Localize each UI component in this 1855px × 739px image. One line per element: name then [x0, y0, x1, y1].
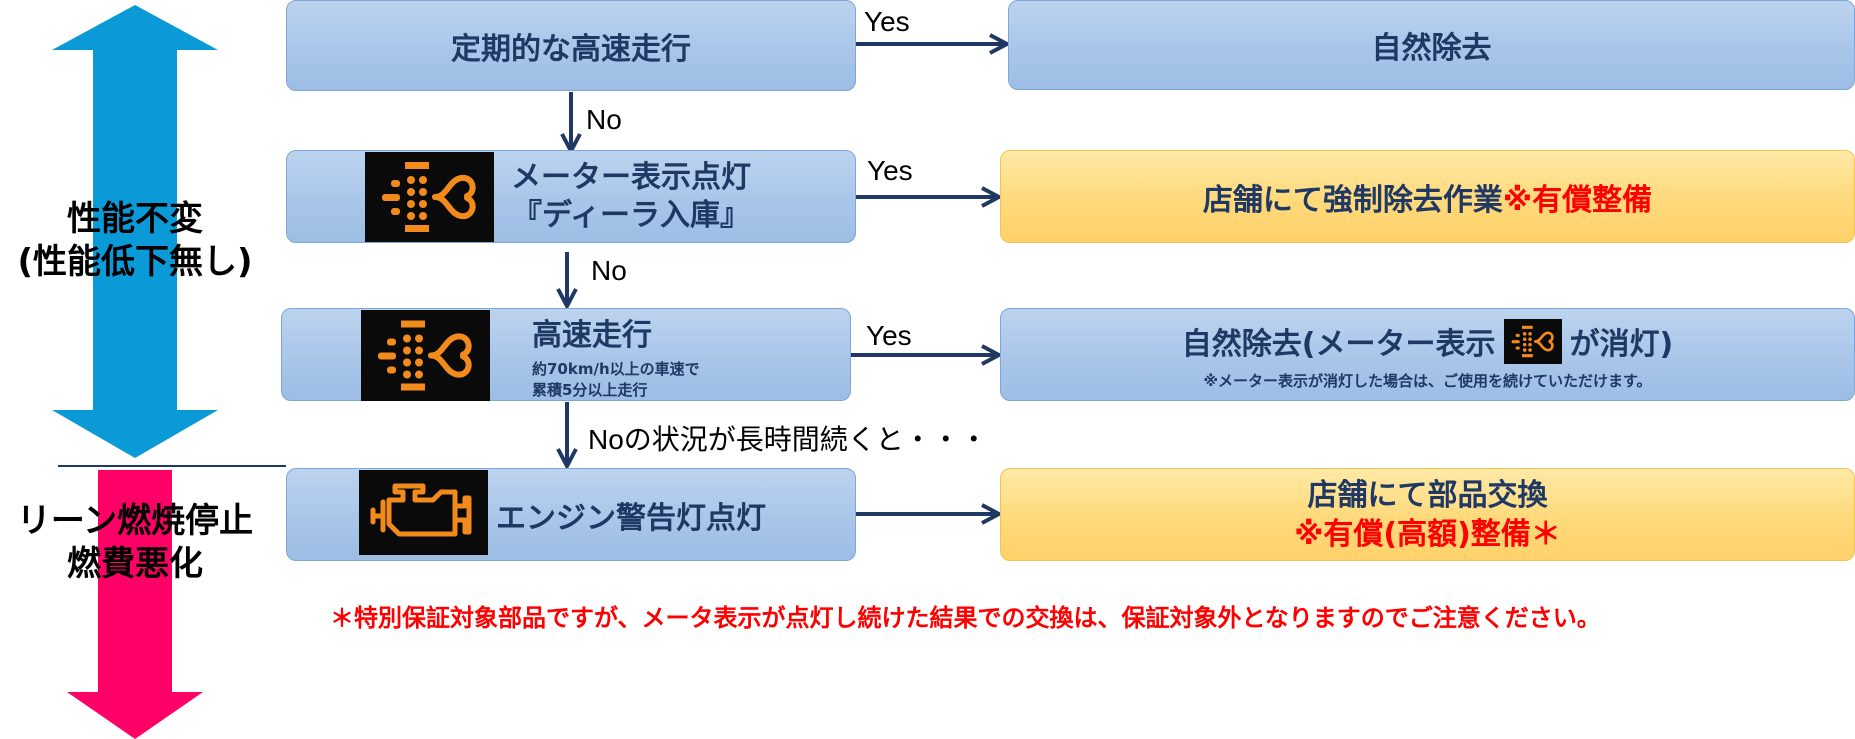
regular-highway-driving-box: 定期的な高速走行 — [286, 0, 856, 91]
fuel-efficiency-down-arrow — [67, 470, 203, 739]
dpf-warning-icon — [361, 310, 490, 401]
continue-use-note: ※メーター表示が消灯した場合は、ご使用を続けていただけます。 — [1203, 371, 1652, 390]
dpf-warning-icon — [1503, 318, 1562, 364]
warranty-footnote: ＊特別保証対象部品ですが、メータ表示が点灯し続けた結果での交換は、保証対象外とな… — [330, 604, 1601, 632]
no-label-1: No — [586, 104, 622, 135]
dpf-warning-icon — [365, 152, 494, 242]
yes-label-1: Yes — [864, 6, 910, 37]
yes-label-3: Yes — [866, 320, 912, 351]
yes-label-2: Yes — [867, 155, 913, 186]
parts-replacement-box: 店舗にて部品交換 ※有償(高額)整備＊ — [1000, 468, 1855, 561]
natural-removal-light-off-box: 自然除去(メーター表示 が消灯 — [1000, 308, 1855, 401]
side-label-fuel: リーン燃焼停止 燃費悪化 — [16, 501, 254, 584]
side-label-performance: 性能不変 (性能低下無し) — [17, 199, 253, 282]
natural-removal-box: 自然除去 — [1008, 0, 1855, 90]
engine-warning-icon — [359, 470, 488, 555]
no-label-2: No — [591, 255, 627, 286]
no-long-label: Noの状況が長時間続くと・・・ — [588, 424, 988, 455]
forced-removal-box: 店舗にて強制除去作業※有償整備 — [1000, 150, 1855, 243]
divider-line — [58, 465, 286, 467]
performance-unchanged-arrow — [52, 5, 218, 458]
